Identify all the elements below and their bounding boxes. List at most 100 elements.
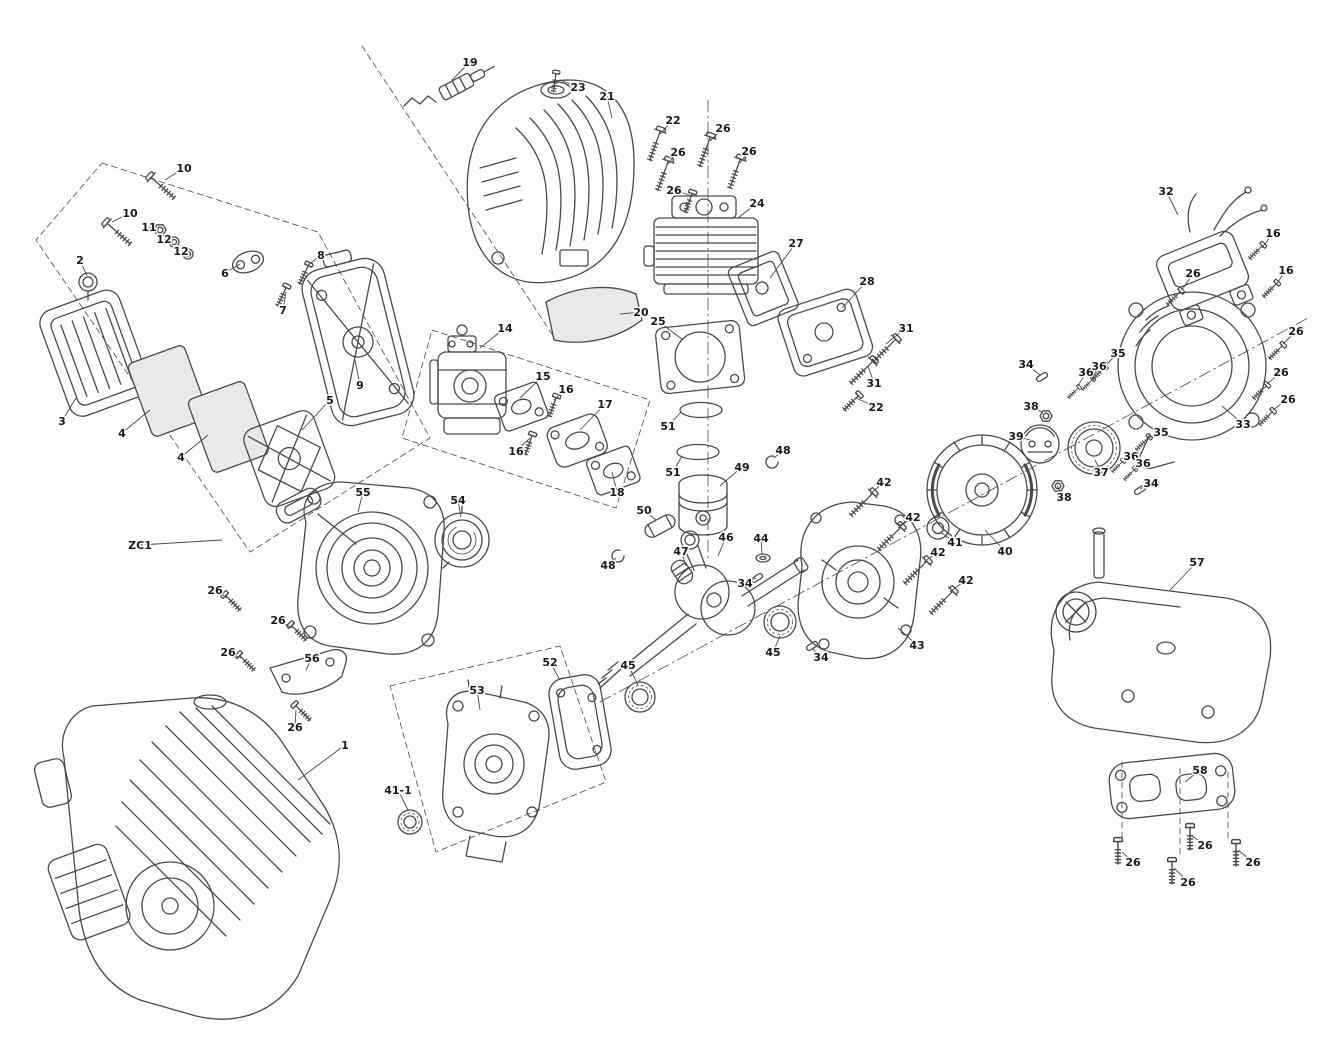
crank-bearing: [624, 681, 656, 713]
part-label-ZC1: ZC1: [128, 539, 152, 552]
leader-line: [121, 409, 151, 434]
leader-line: [451, 61, 471, 81]
part-label-26: 26: [220, 646, 236, 659]
leader-line: [667, 411, 682, 427]
part-label-31: 31: [898, 322, 913, 335]
leader-line: [1173, 867, 1189, 883]
part-label-48: 48: [775, 444, 790, 457]
cylinder-base-gasket: [655, 319, 746, 395]
leader-line: [841, 280, 868, 309]
part-label-3: 3: [58, 415, 66, 428]
leader-line: [672, 455, 683, 473]
part-label-26: 26: [1180, 876, 1196, 889]
part-label-26: 26: [715, 122, 731, 135]
part-label-28: 28: [859, 275, 874, 288]
leader-line: [680, 550, 687, 567]
leader-line: [1165, 190, 1179, 216]
leader-line: [277, 619, 293, 629]
leader-line: [354, 359, 361, 386]
leader-line: [224, 263, 241, 274]
part-label-47: 47: [673, 545, 688, 558]
part-label-45: 45: [765, 646, 780, 659]
leader-line: [214, 589, 228, 599]
part-label-19: 19: [462, 56, 477, 69]
part-label-52: 52: [542, 656, 557, 669]
leader-line: [897, 627, 918, 646]
leader-line: [744, 577, 757, 584]
leader-line: [227, 651, 242, 659]
part-label-33: 33: [1235, 418, 1250, 431]
leader-line: [606, 95, 613, 119]
leader-line: [294, 709, 297, 728]
leader-line: [553, 388, 567, 401]
flywheel: [926, 434, 1038, 546]
leader-line: [1091, 365, 1100, 380]
leader-line: [163, 238, 174, 243]
part-label-32: 32: [1158, 185, 1173, 198]
leader-line: [476, 689, 481, 711]
assembly-axis-lines: [599, 99, 1309, 703]
leader-line: [1121, 851, 1134, 863]
leader-line: [297, 744, 346, 781]
part-label-7: 7: [279, 304, 287, 317]
starter-bracket: [269, 648, 348, 695]
oil-seal-small: [397, 809, 423, 835]
leader-line: [897, 516, 914, 529]
part-label-51: 51: [660, 420, 675, 433]
leader-line: [397, 789, 409, 811]
part-label-42: 42: [958, 574, 973, 587]
filter-pad: [127, 345, 209, 437]
piston-group: [611, 401, 779, 563]
fan-housing: [1117, 291, 1267, 470]
part-label-34: 34: [1143, 477, 1159, 490]
choke-plate: [231, 250, 265, 274]
part-label-16: 16: [558, 383, 574, 396]
fuel-tank: [1050, 527, 1272, 744]
spark-plug: [403, 65, 496, 107]
part-label-12: 12: [173, 245, 188, 258]
part-label-22: 22: [868, 401, 883, 414]
part-label-48: 48: [600, 559, 615, 572]
part-label-42: 42: [876, 476, 891, 489]
crankshaft-group: [597, 530, 820, 689]
leader-line: [579, 403, 606, 431]
leader-line: [1015, 435, 1031, 441]
leader-line: [939, 531, 956, 543]
clutch-group: [1020, 362, 1154, 497]
part-label-36: 36: [1135, 457, 1151, 470]
leader-line: [1282, 330, 1297, 345]
engine-body: [33, 694, 340, 1020]
crankcase-cover: [777, 288, 874, 377]
part-label-9: 9: [356, 379, 364, 392]
leader-line: [709, 127, 724, 142]
air-filter-group: [39, 169, 336, 508]
part-label-26: 26: [1288, 325, 1304, 338]
part-label-21: 21: [599, 90, 614, 103]
part-label-26: 26: [1125, 856, 1141, 869]
part-label-43: 43: [909, 639, 924, 652]
leader-line: [79, 259, 88, 277]
leader-line: [1094, 459, 1102, 473]
part-label-26: 26: [670, 146, 686, 159]
leader-line: [1025, 363, 1041, 376]
part-label-26: 26: [207, 584, 223, 597]
leader-line: [1272, 398, 1289, 411]
part-label-22: 22: [665, 114, 680, 127]
ignition-coil: [1156, 186, 1268, 327]
leader-line: [111, 212, 131, 223]
leader-line: [1121, 455, 1132, 463]
part-label-42: 42: [930, 546, 945, 559]
leader-line: [627, 664, 639, 686]
leader-line: [869, 481, 885, 495]
part-label-53: 53: [469, 684, 484, 697]
leader-line: [1133, 462, 1144, 471]
part-label-16: 16: [1265, 227, 1281, 240]
leader-line: [1221, 405, 1244, 425]
part-label-54: 54: [450, 494, 466, 507]
part-label-34: 34: [737, 577, 753, 590]
part-label-38: 38: [1023, 400, 1038, 413]
leader-line: [549, 661, 561, 681]
leader-line: [1056, 485, 1065, 498]
leader-line: [1261, 232, 1274, 249]
